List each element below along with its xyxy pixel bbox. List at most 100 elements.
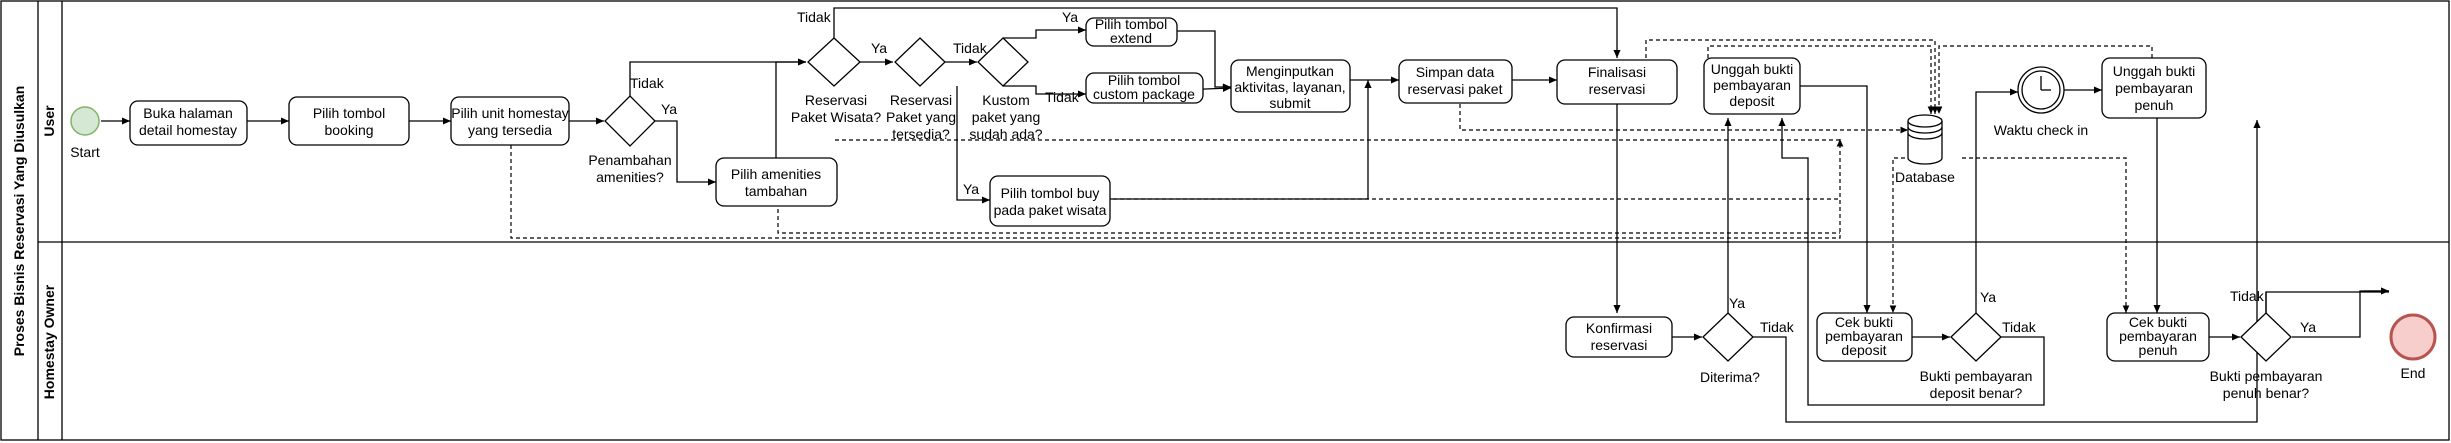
task-pilih-tombol-booking: Pilih tombol booking	[288, 96, 410, 146]
svg-text:Cek bukti: Cek bukti	[1835, 314, 1893, 330]
svg-text:custom package: custom package	[1093, 86, 1195, 102]
svg-text:pembayaran: pembayaran	[2119, 328, 2197, 344]
svg-text:deposit: deposit	[1841, 342, 1886, 358]
task-box	[450, 96, 570, 146]
flow-label-no: Tidak	[1045, 89, 1080, 105]
gateway-diamond	[1950, 312, 2002, 362]
svg-text:detail homestay: detail homestay	[139, 122, 237, 138]
svg-text:Pilih tombol buy: Pilih tombol buy	[1001, 185, 1100, 201]
task-box	[1565, 316, 1673, 358]
svg-text:penuh: penuh	[2135, 97, 2174, 113]
task-box	[1556, 59, 1678, 105]
gateway-diamond	[977, 37, 1029, 87]
svg-text:aktivitas, layanan,: aktivitas, layanan,	[1234, 79, 1345, 95]
start-circle	[70, 106, 100, 136]
task-simpan-data: Simpan data reservasi paket	[1398, 59, 1513, 104]
task-cek-penuh: Cek bukti pembayaran penuh	[2106, 312, 2210, 362]
svg-text:Konfirmasi: Konfirmasi	[1586, 320, 1652, 336]
gateway-reservasi-paket-wisata: Reservasi Paket Wisata?	[791, 37, 881, 125]
svg-text:Penambahan: Penambahan	[588, 152, 671, 168]
flow-label-yes: Ya	[871, 40, 887, 56]
svg-text:Buka halaman: Buka halaman	[143, 105, 233, 121]
gateway-kustom-paket: Kustom paket yang sudah ada?	[969, 37, 1043, 142]
lane-user-label: User	[41, 105, 57, 137]
flow-label-yes: Ya	[661, 101, 677, 117]
end-circle	[2389, 313, 2437, 361]
svg-text:Simpan data: Simpan data	[1416, 64, 1495, 80]
gateway-bukti-penuh: Bukti pembayaran penuh benar?	[2210, 312, 2322, 401]
task-pilih-tombol-extend: Pilih tombol extend	[1085, 16, 1178, 47]
flow-label-yes: Ya	[1062, 9, 1078, 25]
task-buka-halaman: Buka halaman detail homestay	[129, 100, 248, 146]
svg-text:Finalisasi: Finalisasi	[1588, 64, 1646, 80]
flow-label-no: Tidak	[1760, 319, 1795, 335]
svg-text:Pilih amenities: Pilih amenities	[731, 166, 821, 182]
svg-text:tambahan: tambahan	[745, 183, 807, 199]
flow-label-no: Tidak	[2002, 319, 2037, 335]
start-label: Start	[70, 144, 100, 160]
flow-label-no: Tidak	[2230, 288, 2265, 304]
gateway-diamond	[807, 37, 861, 87]
svg-text:yang tersedia: yang tersedia	[468, 122, 552, 138]
database-datastore: Database	[1895, 114, 1955, 185]
svg-text:penuh benar?: penuh benar?	[2223, 385, 2310, 401]
svg-text:Paket Wisata?: Paket Wisata?	[791, 109, 881, 125]
gateway-reservasi-paket-tersedia: Reservasi Paket yang tersedia?	[886, 37, 956, 142]
svg-text:deposit benar?: deposit benar?	[1930, 385, 2023, 401]
task-box	[1230, 59, 1351, 113]
svg-text:pembayaran: pembayaran	[1825, 328, 1903, 344]
task-box	[2101, 57, 2207, 119]
lane-owner-label: Homestay Owner	[41, 284, 57, 399]
task-pilih-tombol-custom: Pilih tombol custom package	[1085, 72, 1204, 104]
svg-text:tersedia?: tersedia?	[892, 126, 950, 142]
svg-text:reservasi paket: reservasi paket	[1408, 81, 1503, 97]
svg-text:Unggah bukti: Unggah bukti	[2113, 63, 2196, 79]
gateway-diamond	[1702, 312, 1754, 362]
flow-label-yes: Ya	[1729, 295, 1745, 311]
svg-text:Menginputkan: Menginputkan	[1246, 63, 1334, 79]
svg-text:Diterima?: Diterima?	[1700, 369, 1760, 385]
svg-text:Reservasi: Reservasi	[890, 92, 952, 108]
task-box	[989, 175, 1111, 227]
gateway-diamond	[2240, 312, 2292, 362]
svg-text:Pilih tombol: Pilih tombol	[313, 105, 385, 121]
svg-text:extend: extend	[1110, 30, 1152, 46]
flow-label-yes: Ya	[1980, 289, 1996, 305]
flow-labels: Tidak Ya Tidak Ya Tidak Ya Ya Tidak Ya T…	[630, 9, 2316, 335]
task-box	[2106, 312, 2210, 362]
flow-label-yes: Ya	[2300, 319, 2316, 335]
svg-text:Cek bukti: Cek bukti	[2129, 314, 2187, 330]
flow-label-yes: Ya	[963, 181, 979, 197]
task-menginputkan: Menginputkan aktivitas, layanan, submit	[1230, 59, 1351, 113]
flow-label-no: Tidak	[797, 9, 832, 25]
gateway-penambahan-amenities: Penambahan amenities?	[588, 95, 672, 185]
svg-text:Pilih tombol: Pilih tombol	[1095, 16, 1167, 32]
svg-text:Paket yang: Paket yang	[886, 109, 956, 125]
svg-text:Pilih unit homestay: Pilih unit homestay	[451, 105, 569, 121]
task-box	[1085, 17, 1178, 47]
svg-text:amenities?: amenities?	[596, 169, 664, 185]
svg-text:pada paket wisata: pada paket wisata	[994, 202, 1107, 218]
task-box	[715, 157, 838, 207]
svg-text:booking: booking	[324, 122, 373, 138]
task-box	[1816, 312, 1913, 362]
svg-text:Bukti pembayaran: Bukti pembayaran	[1920, 368, 2033, 384]
task-konfirmasi-reservasi: Konfirmasi reservasi	[1565, 316, 1673, 358]
svg-text:pembayaran: pembayaran	[2115, 80, 2193, 96]
flow-label-no: Tidak	[630, 75, 665, 91]
svg-text:reservasi: reservasi	[1589, 81, 1646, 97]
timer-label: Waktu check in	[1994, 122, 2088, 138]
gateway-diamond	[894, 37, 946, 87]
task-box	[288, 96, 410, 146]
task-box	[129, 100, 248, 146]
task-box	[1703, 57, 1801, 115]
task-finalisasi: Finalisasi reservasi	[1556, 59, 1678, 105]
svg-text:Unggah bukti: Unggah bukti	[1711, 61, 1794, 77]
end-event: End	[2389, 313, 2437, 381]
task-box	[1398, 59, 1513, 104]
task-box	[1085, 72, 1204, 104]
svg-text:paket yang: paket yang	[972, 109, 1041, 125]
